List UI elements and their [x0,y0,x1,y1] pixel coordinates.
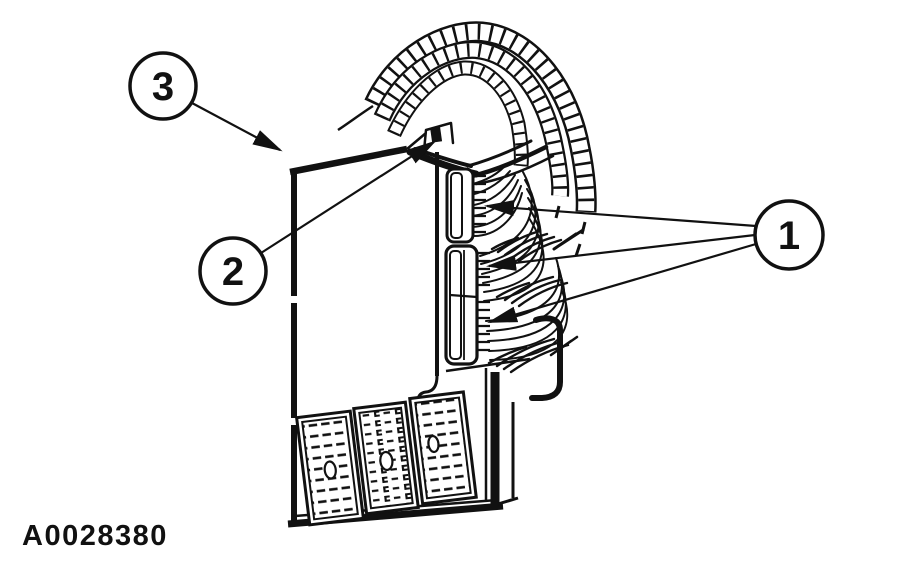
fuse-label-grid-2 [352,400,420,516]
callout-3-circle [128,51,198,121]
callout-1: 1 [753,199,825,271]
figure-code: A0028380 [22,520,168,552]
callout-1-arrow-top [484,200,757,228]
callout-2-circle [198,236,268,306]
conduit-tail-line [337,104,374,132]
callout-3-arrow [191,102,283,152]
fuse-label-grid-1 [294,409,366,527]
wire-bundle-hatching [487,228,585,374]
callout-1-arrow-bottom [487,242,757,324]
mounting-bracket [445,315,563,504]
callout-2-number: 2 [222,250,244,294]
callout-1-circle [753,199,825,271]
callout-2-arrow [260,140,437,254]
connector-1 [445,167,486,244]
callout-arrows [191,102,757,324]
fuse-junction-panel [287,121,519,528]
fuse-label-grid-3 [408,390,478,506]
connector-2-and-3 [444,244,490,366]
callout-3: 3 [128,51,198,121]
panel-top-edge [289,145,408,176]
callout-1-arrow-middle [486,233,756,271]
wiring-harness-conduit [337,21,597,257]
callout-1-number: 1 [778,214,800,258]
callout-2: 2 [198,236,268,306]
connector-stack [444,167,490,366]
callout-3-number: 3 [152,65,174,109]
